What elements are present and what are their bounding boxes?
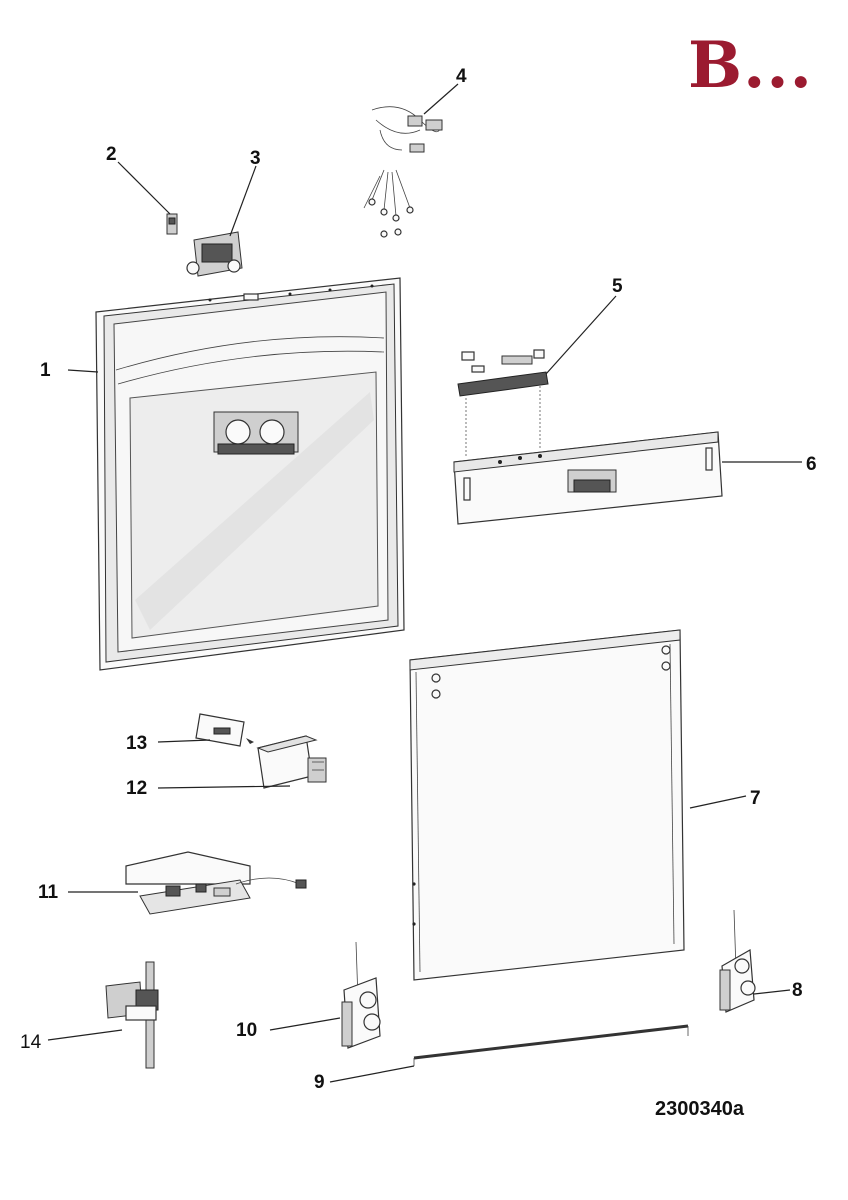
part-13-plate <box>195 713 254 747</box>
callout-9: 9 <box>314 1072 325 1093</box>
part-2-switch <box>166 213 178 235</box>
callout-13: 13 <box>126 733 147 754</box>
callout-8: 8 <box>792 980 803 1001</box>
callout-2: 2 <box>106 144 117 165</box>
part-7-outer-door <box>409 629 685 981</box>
part-10-hinge-left <box>341 941 381 1049</box>
callout-5: 5 <box>612 276 623 297</box>
callout-4: 4 <box>456 66 467 87</box>
leader-lines <box>47 83 802 1083</box>
part-14-valve <box>105 961 159 1069</box>
callout-1: 1 <box>40 360 51 381</box>
reference-code: 2300340a <box>655 1098 744 1120</box>
part-5-button-panel <box>457 349 549 458</box>
part-9-rod <box>413 1024 689 1066</box>
callout-7: 7 <box>750 788 761 809</box>
part-6-control-panel <box>453 431 723 525</box>
part-1-inner-door <box>95 277 405 671</box>
callout-3: 3 <box>250 148 261 169</box>
part-8-hinge-right <box>719 909 756 1013</box>
part-3-door-lock <box>186 231 243 277</box>
section-title: B... <box>688 28 813 103</box>
part-4-wiring-harness <box>363 106 443 238</box>
callout-6: 6 <box>806 454 817 475</box>
part-11-electronic-board <box>125 851 307 915</box>
callout-14: 14 <box>20 1032 42 1053</box>
part-12-module <box>256 735 327 789</box>
callout-10: 10 <box>236 1020 257 1041</box>
callout-labels: 1 2 3 4 5 6 7 8 9 10 11 12 13 14 <box>20 66 817 1093</box>
callout-11: 11 <box>38 882 59 903</box>
callout-12: 12 <box>126 778 147 799</box>
